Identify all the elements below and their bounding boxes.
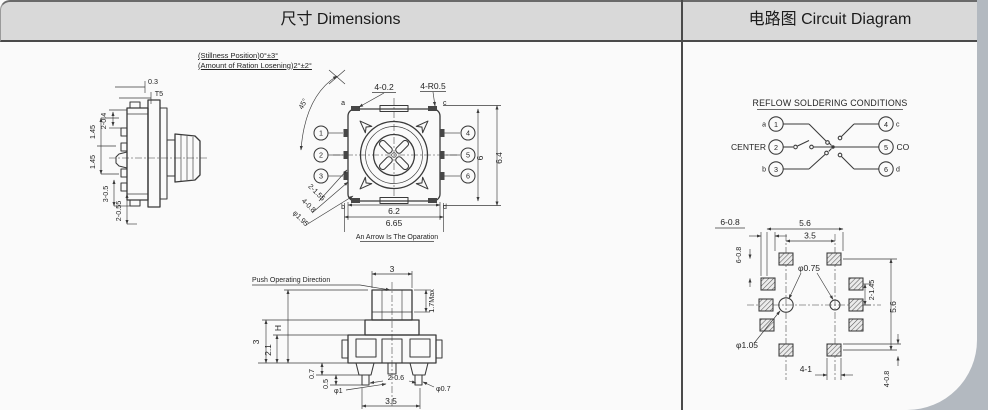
dim-3-5: 3.5 [385, 396, 397, 406]
front-view-body [341, 282, 443, 408]
dim-0-5: 0.5 [321, 379, 330, 389]
dim-phi0-75: φ0.75 [798, 263, 820, 273]
dim-4-1: 4-1 [800, 364, 813, 374]
terminal-5: 5 [884, 143, 888, 152]
pin-2: 2 [319, 151, 323, 160]
dim-4-0-2: 4-0.2 [374, 82, 394, 92]
dim-2-1: 2.1 [263, 344, 273, 356]
corner-d: d [443, 204, 447, 211]
corner-b: b [341, 204, 345, 211]
dim-1-7max: 1.7Max [427, 289, 436, 313]
dim-4-r0-5: 4-R0.5 [420, 81, 446, 91]
dim-0-3: 0.3 [148, 77, 158, 86]
dim-5-6-right: 5.6 [888, 301, 898, 313]
label-co: CO [897, 142, 910, 152]
pcb-dimensions: 5.6 3.5 6-0.8 6-0.8 φ0.75 2-1.45 5.6 φ1.… [715, 217, 901, 387]
dim-0-7: 0.7 [307, 369, 316, 379]
terminal-3: 3 [774, 165, 778, 174]
pin-1: 1 [319, 129, 323, 138]
actuator-cross [378, 139, 410, 171]
dim-1-45-b: 1.45 [88, 155, 97, 169]
label-d: d [896, 167, 900, 174]
pin-3: 3 [319, 172, 323, 181]
dim-phi1: φ1 [334, 386, 343, 395]
front-view-drawing: Push Operating Direction 3 1.7Max H 3 2.… [251, 264, 451, 409]
dim-6-4: 6.4 [494, 152, 504, 164]
corner-a: a [341, 100, 345, 107]
dim-6: 6 [475, 155, 485, 160]
schematic-wires [783, 123, 879, 170]
terminal-2: 2 [774, 143, 778, 152]
pcb-land-pattern: 5.6 3.5 6-0.8 6-0.8 φ0.75 2-1.45 5.6 φ1.… [715, 217, 901, 387]
dim-6-2: 6.2 [388, 206, 400, 216]
dim-2-0-55: 2-0.55 [114, 201, 123, 221]
dim-4-0-8-top: 4-0.8 [300, 196, 318, 214]
side-view-drawing: 0.3 T5 2-0.4 1.45 1.45 3-0.5 2-0.55 [88, 77, 207, 225]
dim-6-65: 6.65 [386, 218, 403, 228]
dim-3-shaft: 3 [390, 264, 395, 274]
stillness-note: (Stillness Position)0°±3° (Amount of Rat… [198, 51, 312, 70]
label-b: b [762, 167, 766, 174]
note-line-2: (Amount of Ration Losening)2°±2° [198, 60, 312, 70]
circuit-schematic: REFLOW SOLDERING CONDITIONS [731, 98, 910, 177]
side-view-body [109, 99, 207, 208]
dim-4-0-8: 4-0.8 [882, 371, 891, 387]
top-view-body [333, 98, 457, 205]
reflow-title: REFLOW SOLDERING CONDITIONS [753, 98, 908, 108]
top-view-drawing: 1 2 3 4 5 6 a c b d 45° 4-0.2 4-R0.5 [291, 69, 504, 242]
circuit-header: 电路图 Circuit Diagram [748, 11, 912, 28]
front-view-dimensions: Push Operating Direction 3 1.7Max H 3 2.… [251, 264, 451, 409]
label-center: CENTER [731, 142, 766, 152]
pin-5: 5 [466, 151, 470, 160]
dim-3-5-pcb: 3.5 [804, 231, 816, 241]
corner-c: c [443, 100, 447, 107]
dim-1-45-a: 1.45 [88, 125, 97, 139]
dim-5-6-top: 5.6 [799, 218, 811, 228]
dim-phi0-7: φ0.7 [436, 384, 451, 393]
dim-3-body: 3 [251, 339, 261, 344]
dimensions-header: 尺寸 Dimensions [280, 11, 401, 28]
side-view-dimensions: 0.3 T5 2-0.4 1.45 1.45 3-0.5 2-0.55 [88, 77, 163, 225]
terminal-1: 1 [774, 120, 778, 129]
dim-h: H [273, 325, 283, 331]
top-view-side-pads [343, 129, 445, 180]
dim-3-0-5: 3-0.5 [101, 186, 110, 202]
pin-4: 4 [466, 129, 470, 138]
dim-t5: T5 [155, 89, 163, 98]
operation-arrows [359, 120, 429, 190]
dim-45deg: 45° [296, 97, 309, 111]
arrow-operation-note: An Arrow Is The Oparation [356, 234, 438, 241]
dim-2-1-45: 2-1.45 [867, 280, 876, 300]
label-a: a [762, 122, 766, 129]
top-view-pin-callouts: 1 2 3 4 5 6 a c b d [313, 100, 476, 211]
pin-6: 6 [466, 172, 470, 181]
dim-2-0-6: 2-0.6 [388, 373, 404, 382]
table-header-band [0, 0, 977, 42]
terminal-4: 4 [884, 120, 888, 129]
dim-phi1-05: φ1.05 [736, 340, 758, 350]
schematic-terminals: 1 2 3 4 5 6 a CENTER b c CO d [731, 116, 910, 177]
column-divider [681, 0, 683, 410]
dim-6-0-8-h: 6-0.8 [720, 217, 740, 227]
push-direction-label: Push Operating Direction [252, 277, 330, 284]
side-view-pins [115, 127, 128, 192]
label-c: c [896, 122, 900, 129]
note-line-1: (Stillness Position)0°±3° [198, 51, 279, 60]
dim-6-0-8-v: 6-0.8 [734, 247, 743, 263]
terminal-6: 6 [884, 165, 888, 174]
pcb-pads [758, 252, 864, 357]
dim-2-0-4: 2-0.4 [99, 113, 108, 129]
dim-phi1-95: φ1.95 [291, 208, 311, 228]
